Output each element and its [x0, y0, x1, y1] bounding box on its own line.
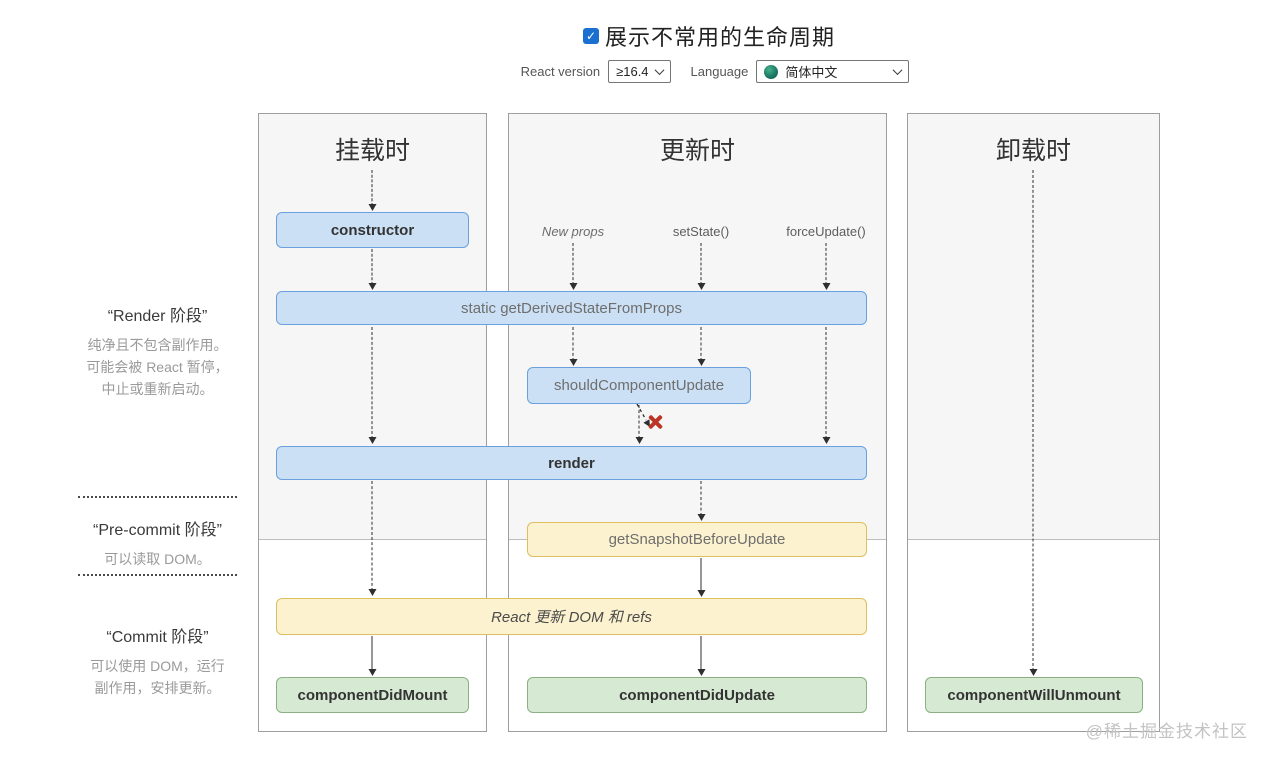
render-phase-note: “Render 阶段” 纯净且不包含副作用。 可能会被 React 暂停， 中止… [57, 302, 258, 400]
arrow [368, 327, 377, 444]
cancel-cross-icon [647, 413, 664, 430]
page-title: 展示不常用的生命周期 [604, 25, 835, 50]
render-phase-title: “Render 阶段” [107, 308, 208, 325]
arrow [368, 170, 377, 211]
react-version-value: ≥16.4 [616, 64, 649, 79]
language-select[interactable]: 简体中文 [756, 60, 910, 83]
node-get-derived-state-from-props[interactable]: static getDerivedStateFromProps [276, 291, 867, 325]
pre-commit-phase-line: 可以读取 DOM。 [104, 551, 211, 567]
node-should-component-update[interactable]: shouldComponentUpdate [527, 367, 751, 404]
render-phase-line: 纯净且不包含副作用。 [87, 337, 228, 353]
react-version-select[interactable]: ≥16.4 [608, 60, 671, 83]
mounting-column-title: 挂载时 [334, 137, 410, 165]
phase-divider [78, 574, 237, 576]
arrow [569, 327, 578, 366]
react-version-label: React version [520, 64, 601, 79]
arrow [697, 243, 706, 290]
arrow [569, 243, 578, 290]
arrow [822, 327, 831, 444]
globe-icon [764, 64, 779, 79]
commit-phase-line: 副作用，安排更新。 [94, 680, 221, 696]
trigger-new-props: New props [541, 224, 605, 239]
unmounting-column-title: 卸载时 [995, 137, 1071, 165]
trigger-force-update: forceUpdate() [786, 224, 866, 239]
arrow [368, 481, 377, 596]
watermark: @稀土掘金技术社区 [1085, 722, 1248, 741]
node-component-did-update[interactable]: componentDidUpdate [527, 677, 867, 713]
commit-phase-note: “Commit 阶段” 可以使用 DOM，运行 副作用，安排更新。 [57, 623, 258, 699]
node-component-will-unmount[interactable]: componentWillUnmount [925, 677, 1143, 713]
arrow [635, 405, 644, 444]
pre-commit-phase-note: “Pre-commit 阶段” 可以读取 DOM。 [57, 516, 258, 570]
node-constructor[interactable]: constructor [276, 212, 469, 248]
unmounting-column: 卸载时 [907, 113, 1160, 732]
updating-column-title: 更新时 [659, 137, 735, 165]
chevron-down-icon [892, 65, 903, 76]
node-component-did-mount[interactable]: componentDidMount [276, 677, 469, 713]
header-controls-row: React version ≥16.4 Language 简体中文 [258, 60, 1160, 83]
commit-phase-title: “Commit 阶段” [106, 629, 209, 646]
node-get-snapshot-before-update[interactable]: getSnapshotBeforeUpdate [527, 522, 867, 557]
arrow [697, 636, 706, 676]
render-phase-line: 可能会被 React 暂停， [86, 359, 229, 375]
arrow [1029, 170, 1038, 676]
node-render[interactable]: render [276, 446, 867, 480]
chevron-down-icon [654, 65, 664, 76]
node-react-updates-dom: React 更新 DOM 和 refs [276, 598, 867, 635]
arrow [368, 249, 377, 290]
header-title-row: 展示不常用的生命周期 [258, 20, 1160, 52]
commit-phase-line: 可以使用 DOM，运行 [90, 658, 225, 674]
pre-commit-phase-title: “Pre-commit 阶段” [93, 522, 222, 539]
language-value: 简体中文 [785, 65, 838, 80]
language-label: Language [690, 64, 749, 79]
arrow [368, 636, 377, 676]
arrow [697, 481, 706, 521]
arrow [697, 327, 706, 366]
phase-divider [78, 496, 237, 498]
render-phase-line: 中止或重新启动。 [101, 381, 214, 397]
render-phase-band [908, 114, 1159, 540]
trigger-set-state: setState() [672, 224, 730, 239]
show-uncommon-checkbox[interactable] [582, 28, 599, 44]
arrow [697, 558, 706, 597]
arrow [822, 243, 831, 290]
